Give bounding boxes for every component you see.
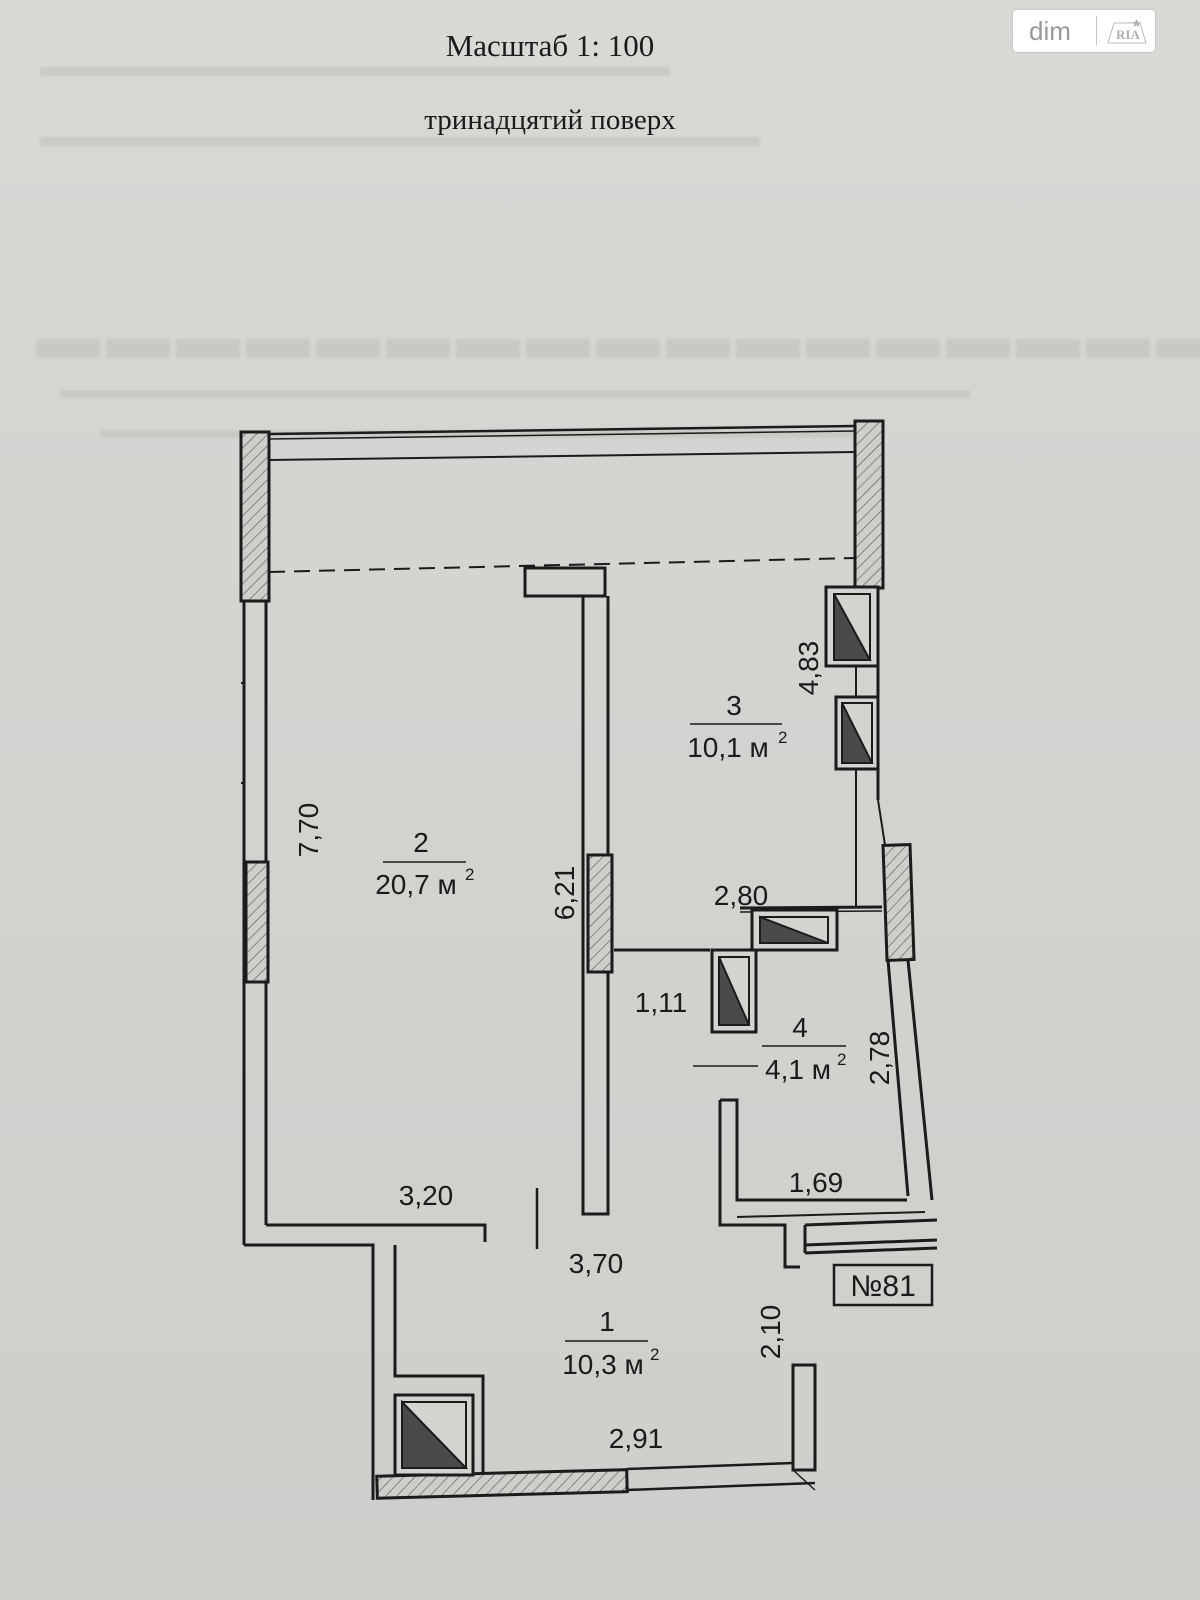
room-area: 4,1 м bbox=[765, 1054, 831, 1085]
room-label-rules bbox=[383, 723, 846, 1342]
room-number: 4 bbox=[792, 1012, 808, 1043]
room-1-label: 1 10,3 м 2 bbox=[562, 1306, 659, 1380]
dimension-label: 6,21 bbox=[549, 866, 580, 921]
svg-text:RIA: RIA bbox=[1116, 27, 1140, 42]
area-superscript: 2 bbox=[837, 1050, 846, 1069]
dimension-label: 4,83 bbox=[793, 641, 824, 696]
dimension-label: 1,11 bbox=[635, 987, 687, 1018]
dimension-label: 3,70 bbox=[569, 1248, 624, 1279]
area-superscript: 2 bbox=[778, 728, 787, 747]
dimension-label: 2,78 bbox=[864, 1031, 895, 1086]
room-number: 2 bbox=[413, 827, 429, 858]
floor-title: тринадцятий поверх bbox=[424, 104, 676, 136]
room-area: 10,1 м bbox=[687, 732, 769, 763]
area-superscript: 2 bbox=[650, 1345, 659, 1364]
apartment-number: №81 bbox=[850, 1270, 916, 1303]
watermark-divider bbox=[1096, 16, 1097, 46]
room-area: 10,3 м bbox=[562, 1349, 644, 1380]
apartment-number-box bbox=[832, 1263, 934, 1307]
balcony bbox=[239, 419, 885, 603]
room-area: 20,7 м bbox=[375, 869, 457, 900]
area-superscript: 2 bbox=[465, 865, 474, 884]
dimension-label: 3,20 bbox=[399, 1180, 454, 1211]
watermark-brand-text: dim bbox=[1029, 16, 1071, 46]
dimension-label: 7,70 bbox=[293, 803, 324, 858]
room-4-label: 4 4,1 м 2 bbox=[765, 1012, 846, 1085]
room-number: 1 bbox=[599, 1306, 615, 1337]
dimension-labels: 7,70 6,21 4,83 2,80 1,11 2,78 1,69 3,20 … bbox=[293, 641, 895, 1454]
room-2-label: 2 20,7 м 2 bbox=[375, 827, 474, 900]
dimension-label: 2,91 bbox=[609, 1423, 664, 1454]
walls bbox=[241, 566, 938, 1500]
scale-title: Масштаб 1: 100 bbox=[445, 28, 655, 63]
dimension-label: 1,69 bbox=[789, 1167, 844, 1198]
dimension-label: 2,80 bbox=[714, 880, 769, 911]
room-3-label: 3 10,1 м 2 bbox=[687, 690, 787, 763]
ria-logo-icon: RIA bbox=[1107, 19, 1147, 44]
room-number: 3 bbox=[726, 690, 742, 721]
dimension-label: 2,10 bbox=[755, 1305, 786, 1360]
watermark-logo[interactable]: dim RIA bbox=[1013, 10, 1155, 52]
ventilation-shafts bbox=[393, 585, 880, 1477]
